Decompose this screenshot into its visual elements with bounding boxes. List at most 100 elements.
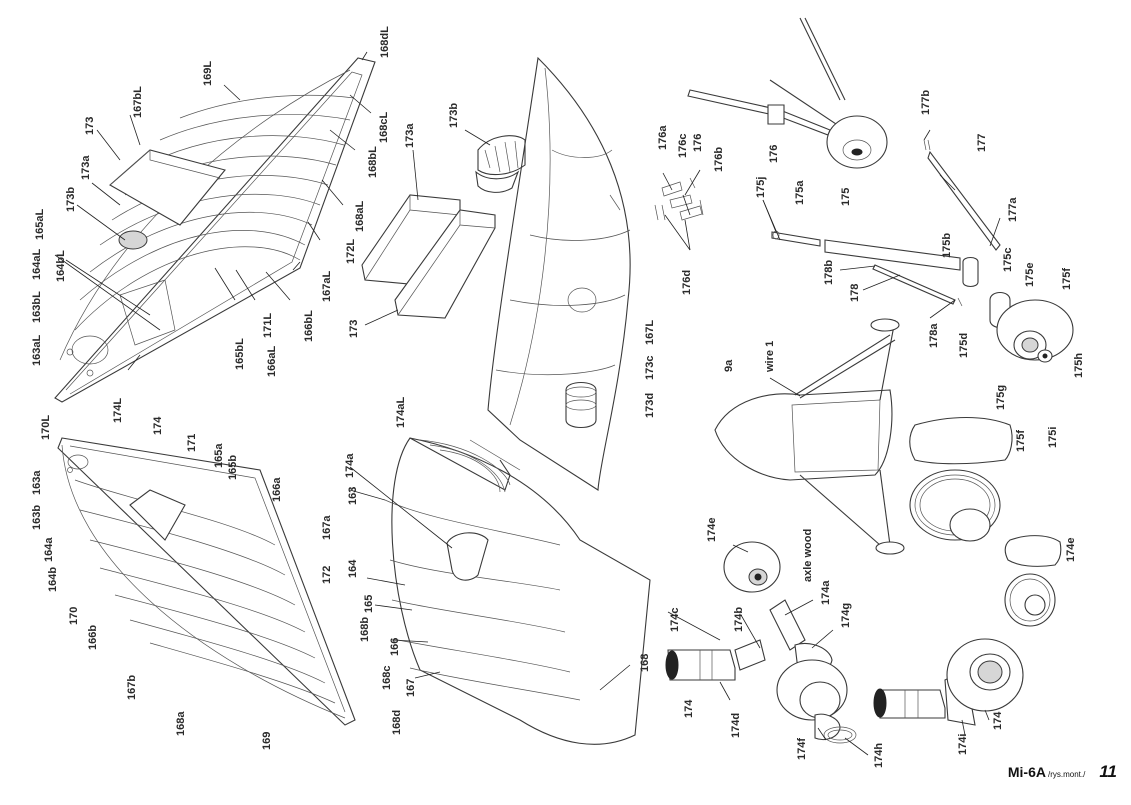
label-175b: 175b	[941, 233, 953, 258]
label-164a: 164a	[43, 537, 55, 562]
gear-174-assembly	[665, 599, 857, 744]
label-174d: 174d	[730, 713, 742, 738]
label-175g: 175g	[995, 385, 1007, 410]
label-166: 166	[389, 638, 401, 656]
label-166a: 166a	[271, 477, 283, 502]
page-number: 11	[1099, 762, 1117, 781]
label-167L: 167L	[644, 320, 656, 345]
left-half-shell-lower	[57, 437, 356, 726]
label-173a-left: 173a	[80, 155, 92, 180]
leader-lines	[54, 51, 1001, 756]
label-168bL: 168bL	[367, 146, 379, 178]
label-172L: 172L	[345, 239, 357, 264]
label-168dL: 168dL	[379, 26, 391, 58]
label-168aL: 168aL	[354, 201, 366, 232]
label-168cL: 168cL	[378, 112, 390, 143]
label-175f-2: 175f	[1015, 430, 1027, 452]
label-174f: 174f	[796, 738, 808, 760]
label-175i: 175i	[1047, 427, 1059, 448]
label-171L: 171L	[262, 313, 274, 338]
label-176b: 176b	[713, 147, 725, 172]
label-174e-right: 174e	[1065, 538, 1077, 562]
label-175d: 175d	[958, 333, 970, 358]
label-165aL: 165aL	[34, 209, 46, 240]
label-163b: 163b	[31, 505, 43, 530]
label-176: 176	[692, 134, 704, 152]
label-axle-wood: axle wood	[802, 529, 814, 582]
label-177: 177	[976, 134, 988, 152]
label-168a: 168a	[175, 711, 187, 736]
label-174e-left: 174e	[706, 518, 718, 542]
label-176d: 176d	[681, 270, 693, 295]
label-174a-mid: 174a	[344, 453, 356, 478]
label-165a: 165a	[213, 443, 225, 468]
label-164bL: 164bL	[55, 250, 67, 282]
label-170L: 170L	[40, 415, 52, 440]
label-163a: 163a	[31, 470, 43, 495]
centre-shell-upper	[487, 56, 631, 491]
label-166aL: 166aL	[266, 346, 278, 377]
tyre-large	[909, 469, 1001, 542]
label-167bL: 167bL	[132, 86, 144, 118]
label-173b-left: 173b	[65, 187, 77, 212]
label-174L: 174L	[112, 398, 124, 423]
label-170: 170	[68, 607, 80, 625]
parts-176a-d	[654, 177, 704, 221]
label-169: 169	[261, 732, 273, 750]
part-labels: 169L 168dL 168cL 168bL 168aL 172L 167aL …	[31, 26, 1085, 768]
label-164: 164	[347, 559, 359, 578]
label-173d: 173d	[644, 393, 656, 418]
wheel-174e	[723, 541, 781, 593]
label-167b: 167b	[126, 675, 138, 700]
model-name: Mi-6A	[1007, 764, 1046, 780]
label-165bL: 165bL	[234, 338, 246, 370]
rubber-blocks	[909, 416, 1062, 567]
label-wire-1: wire 1	[764, 341, 776, 373]
label-175h: 175h	[1073, 353, 1085, 378]
label-174g: 174g	[840, 603, 852, 628]
float-9a	[714, 318, 905, 555]
label-167a: 167a	[321, 515, 333, 540]
label-175a: 175a	[794, 180, 806, 205]
box-parts-173	[361, 135, 526, 319]
label-168b: 168b	[359, 617, 371, 642]
label-176a: 176a	[657, 125, 669, 150]
label-174c: 174c	[669, 608, 681, 632]
label-167: 167	[405, 679, 417, 697]
label-175c: 175c	[1002, 248, 1014, 272]
label-165b: 165b	[227, 455, 239, 480]
label-173b-mid: 173b	[448, 103, 460, 128]
gear-strut-176	[687, 17, 888, 169]
tyre-small	[1004, 573, 1056, 627]
label-169L: 169L	[202, 61, 214, 86]
left-half-shell-upper	[54, 57, 376, 403]
rods-175-178	[771, 139, 1001, 307]
label-178b: 178b	[823, 260, 835, 285]
label-168d: 168d	[391, 710, 403, 735]
label-164aL: 164aL	[31, 249, 43, 280]
label-172: 172	[321, 566, 333, 584]
label-178a: 178a	[928, 323, 940, 348]
label-174-low: 174	[683, 699, 695, 718]
label-168c: 168c	[381, 666, 393, 690]
label-174-top: 174	[152, 416, 164, 435]
label-174a-right: 174a	[820, 580, 832, 605]
label-163bL: 163bL	[31, 291, 43, 323]
label-175j: 175j	[755, 177, 767, 198]
label-174i: 174i	[957, 734, 969, 755]
label-164b: 164b	[47, 567, 59, 592]
label-165: 165	[363, 595, 375, 613]
label-171: 171	[186, 434, 198, 452]
label-167aL: 167aL	[321, 271, 333, 302]
label-174-right: 174	[992, 711, 1004, 730]
gear-174-right	[873, 638, 1024, 726]
label-166b: 166b	[87, 625, 99, 650]
label-173a-mid: 173a	[404, 123, 416, 148]
label-176-arm: 176	[768, 145, 780, 163]
label-163: 163	[347, 487, 359, 505]
label-177a: 177a	[1007, 197, 1019, 222]
drawing-subtitle: /rys.mont./	[1048, 770, 1086, 779]
label-176c: 176c	[677, 134, 689, 158]
label-168: 168	[639, 654, 651, 672]
